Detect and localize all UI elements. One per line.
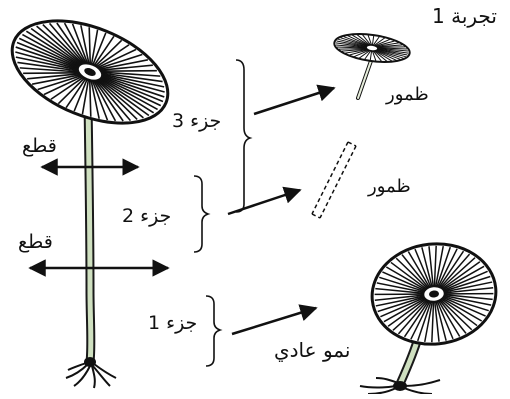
main-rhizoids xyxy=(66,358,116,388)
regrown-cap-normal xyxy=(360,238,501,394)
bracket-part2 xyxy=(194,176,208,252)
cut-label-lower: قطع xyxy=(18,233,53,252)
dashed-stalk-wilted xyxy=(312,142,356,218)
part-3-label: جزء 3 xyxy=(172,112,221,131)
outcome-part-3: ظمور xyxy=(386,86,429,104)
arrow-part3 xyxy=(254,88,334,114)
experiment-title: تجربة 1 xyxy=(432,6,497,26)
outcome-part-2: ظمور xyxy=(368,178,411,196)
arrow-part1 xyxy=(232,308,316,334)
part-2-label: جزء 2 xyxy=(122,207,171,226)
arrow-part2 xyxy=(228,190,300,214)
outcome-part-1: نمو عادي xyxy=(274,340,350,360)
bracket-part1 xyxy=(206,296,220,366)
part-1-label: جزء 1 xyxy=(148,314,197,333)
cut-label-upper: قطع xyxy=(22,137,57,156)
bracket-part3 xyxy=(236,60,250,212)
